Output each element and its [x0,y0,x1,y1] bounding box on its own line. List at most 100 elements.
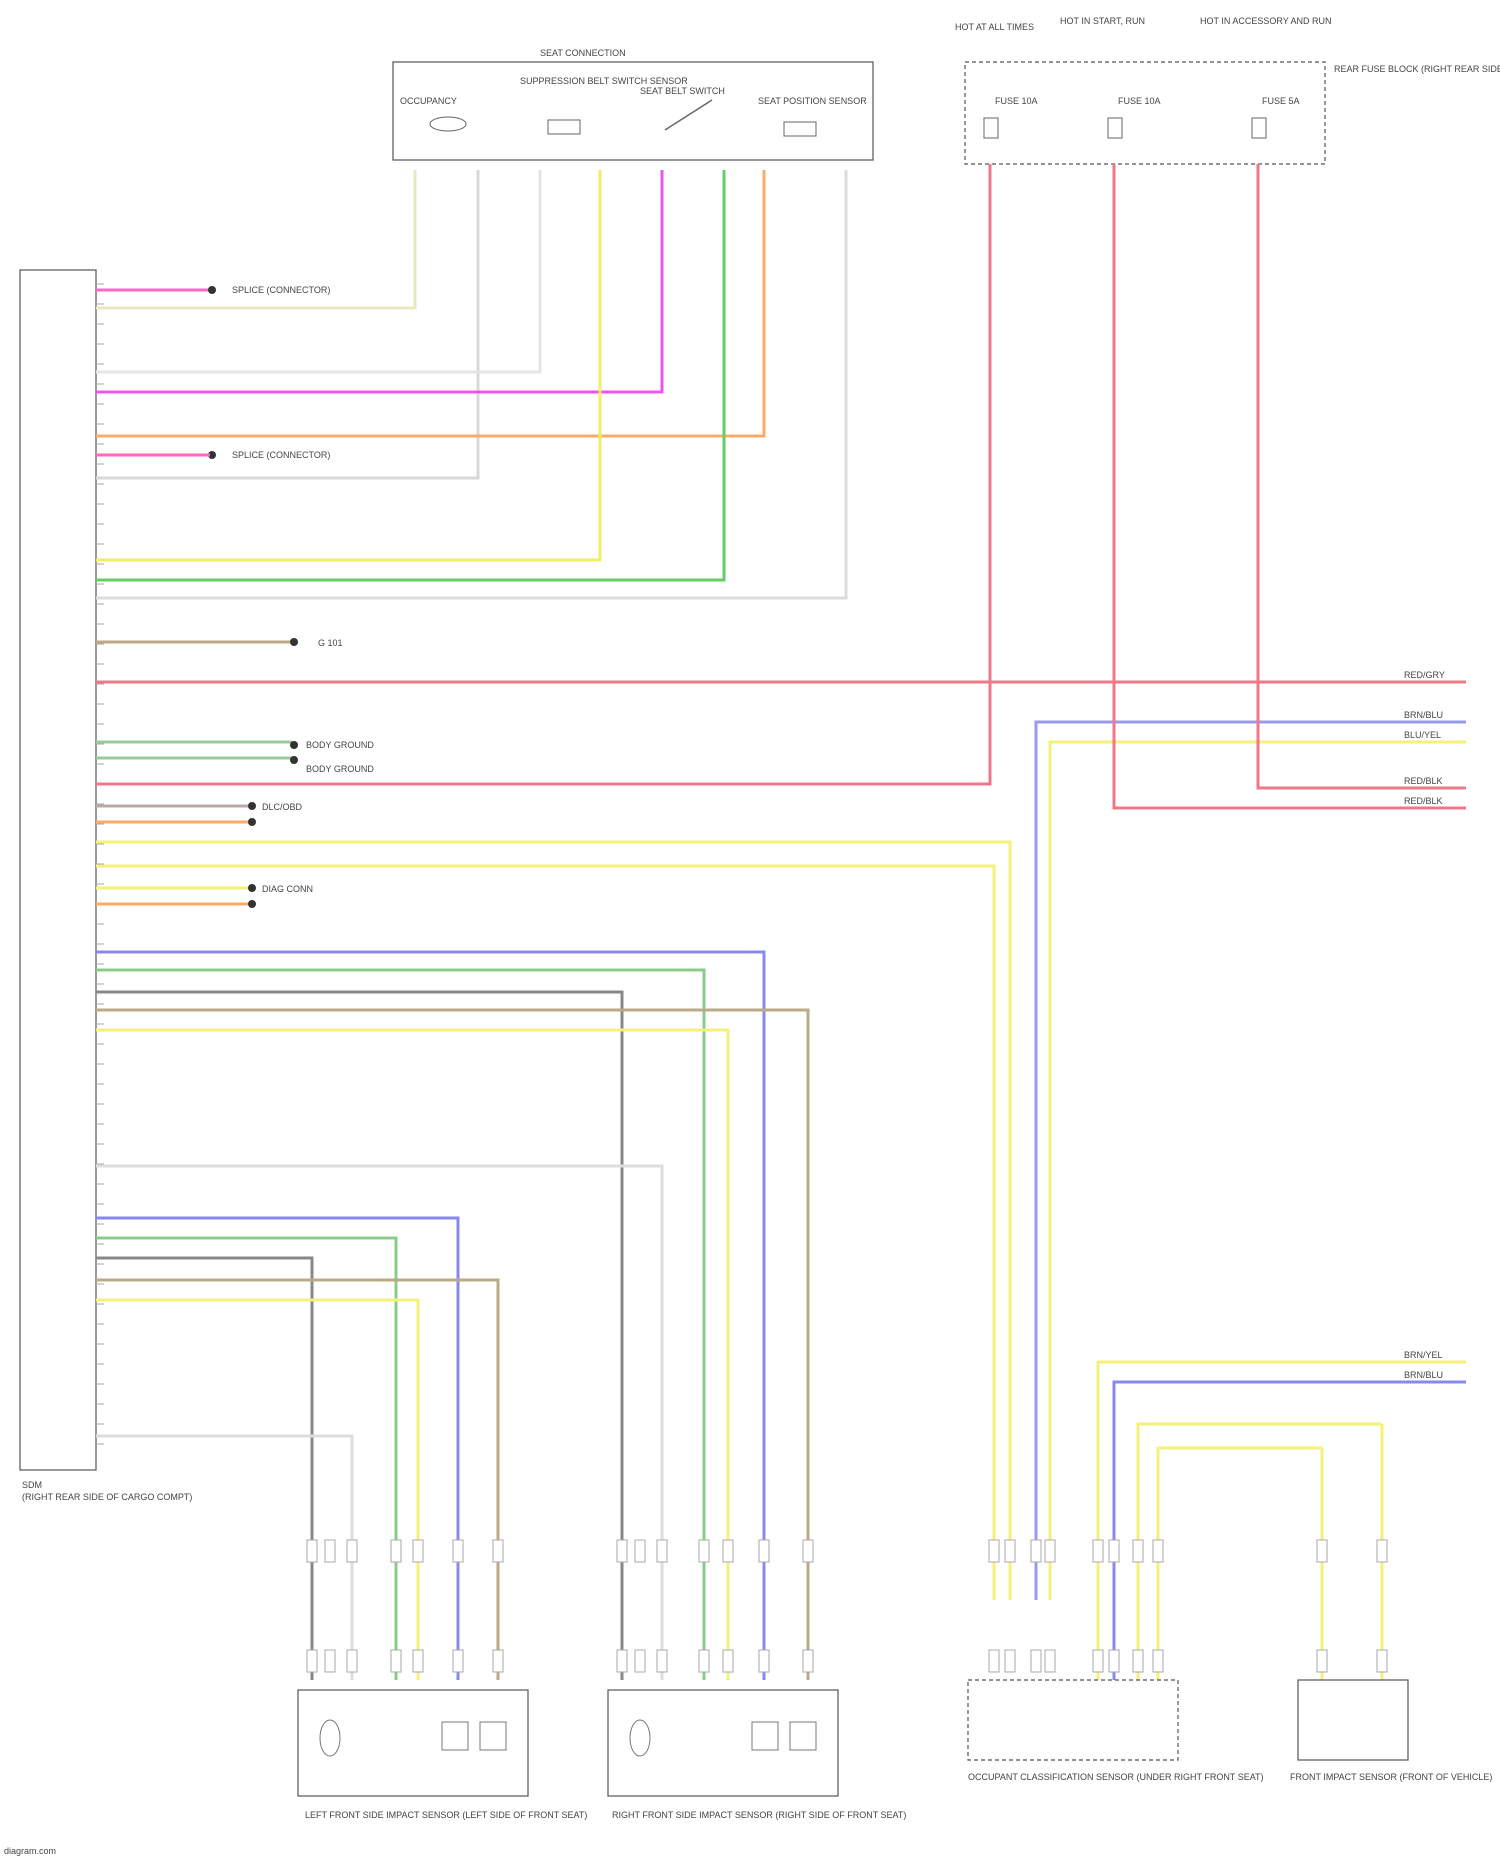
right-sensor-module-a [752,1722,778,1750]
fuse-head-1: HOT AT ALL TIMES [955,22,1034,32]
wire-fuse1-red [96,164,990,784]
wire-yellow-mid [96,1030,728,1680]
wire-blue-low [96,1218,458,1680]
bottom-component-label-4: FRONT IMPACT SENSOR (FRONT OF VEHICLE) [1290,1772,1492,1782]
splice-label-1: SPLICE (CONNECTOR) [232,285,330,295]
dlc-dot-b [248,818,256,826]
sdm-module-label: SDM [22,1480,42,1490]
connector-stub [307,1540,317,1562]
wire-yellow-long-1 [96,842,1010,1600]
splice-label-2: SPLICE (CONNECTOR) [232,450,330,460]
seat-connector-title: SEAT CONNECTION [540,48,626,58]
sdm-module-box [20,270,96,1470]
connector-stub [723,1540,733,1562]
connector-stub [1031,1540,1041,1562]
right-front-side-sensor-box [608,1690,838,1796]
sensor-belt-switch-label: SEAT BELT SWITCH [640,86,725,96]
wire-fuse3-red [1258,164,1466,788]
sdm-module-sublabel: (RIGHT REAR SIDE OF CARGO COMPT) [22,1492,192,1502]
fuse-3-icon [1252,118,1266,138]
connector-stub [723,1650,733,1672]
wire-ocs-yellow-2 [1138,1424,1382,1680]
connector-stub [493,1650,503,1672]
wires-lower [96,1218,498,1680]
connector-stub [657,1650,667,1672]
right-wire-label-2: BRN/BLU [1404,710,1443,720]
connector-stub [1377,1540,1387,1562]
wire-yellow-low [96,1300,418,1680]
position-sensor-icon [784,122,816,136]
bottom-component-label-1: LEFT FRONT SIDE IMPACT SENSOR (LEFT SIDE… [305,1810,587,1820]
right-wire-label-1: RED/GRY [1404,670,1445,680]
connector-stub [307,1650,317,1672]
connector-stub [325,1650,335,1672]
wire-position-2 [96,170,846,598]
right-wire-label-5: RED/BLK [1404,796,1443,806]
connector-stub [1109,1650,1119,1672]
connector-stub [1153,1540,1163,1562]
connector-stub [1045,1650,1055,1672]
fuse-3-label: FUSE 5A [1262,96,1300,106]
wires-top [96,170,846,598]
connector-stub [759,1650,769,1672]
right-sensor-module-b [790,1722,816,1750]
wire-suppression-1 [96,170,540,372]
connector-stub [1093,1650,1103,1672]
wire-green [96,170,724,580]
connector-stub [1317,1650,1327,1672]
wire-gray-mid [96,992,622,1680]
connector-stub [325,1540,335,1562]
wire-blue-right [1036,722,1466,1600]
left-sensor-module-a [442,1722,468,1750]
connector-stub [635,1650,645,1672]
connector-stub [1005,1540,1015,1562]
splice-dot-1 [208,286,216,294]
ground-dot-a [290,741,298,749]
bottom-component-label-3: OCCUPANT CLASSIFICATION SENSOR (UNDER RI… [968,1772,1264,1782]
connector-stub [453,1650,463,1672]
dlc-label: DLC/OBD [262,802,303,812]
wire-yellow [96,170,600,560]
right-wire-label-3: BLU/YEL [1404,730,1441,740]
diag-dot-a [248,884,256,892]
splice-label-g101: G 101 [318,638,343,648]
fuse-2-icon [1108,118,1122,138]
bottom-component-label-2: RIGHT FRONT SIDE IMPACT SENSOR (RIGHT SI… [612,1810,906,1820]
wire-ocs-yellow-1 [1098,1362,1466,1680]
connector-stub [759,1540,769,1562]
connector-stub [617,1650,627,1672]
connector-stub [989,1540,999,1562]
connector-stub [493,1540,503,1562]
suppression-sensor-icon [548,120,580,134]
right-wire-label-7: BRN/BLU [1404,1370,1443,1380]
connector-stub [1093,1540,1103,1562]
connector-stub [347,1650,357,1672]
connector-stub [989,1650,999,1672]
sensor-occupancy-label: OCCUPANCY [400,96,457,106]
fuse-head-2: HOT IN START, RUN [1060,16,1145,26]
connector-stub [1109,1540,1119,1562]
wire-magenta [96,170,662,392]
fuse-1-icon [984,118,998,138]
ground-label-1: BODY GROUND [306,740,374,750]
connector-stub [391,1650,401,1672]
left-front-side-sensor-box [298,1690,528,1796]
connector-stub [1005,1650,1015,1672]
wire-gray-low [96,1258,312,1680]
dlc-dot-a [248,802,256,810]
watermark: diagram.com [4,1846,56,1856]
front-impact-sensor-box [1298,1680,1408,1760]
connector-stub [1133,1650,1143,1672]
wire-orange [96,170,764,436]
wire-ocs-yellow-3 [1158,1448,1322,1680]
connector-stub [803,1540,813,1562]
connector-stub [347,1540,357,1562]
fuse-block-label: REAR FUSE BLOCK (RIGHT REAR SIDE OF CARG… [1334,64,1500,74]
wire-yellow-right [1050,742,1466,1600]
connector-stub [453,1540,463,1562]
connector-stub [413,1540,423,1562]
connector-stub [699,1540,709,1562]
occupant-classification-box [968,1680,1178,1760]
fuse-block-box [965,62,1325,164]
